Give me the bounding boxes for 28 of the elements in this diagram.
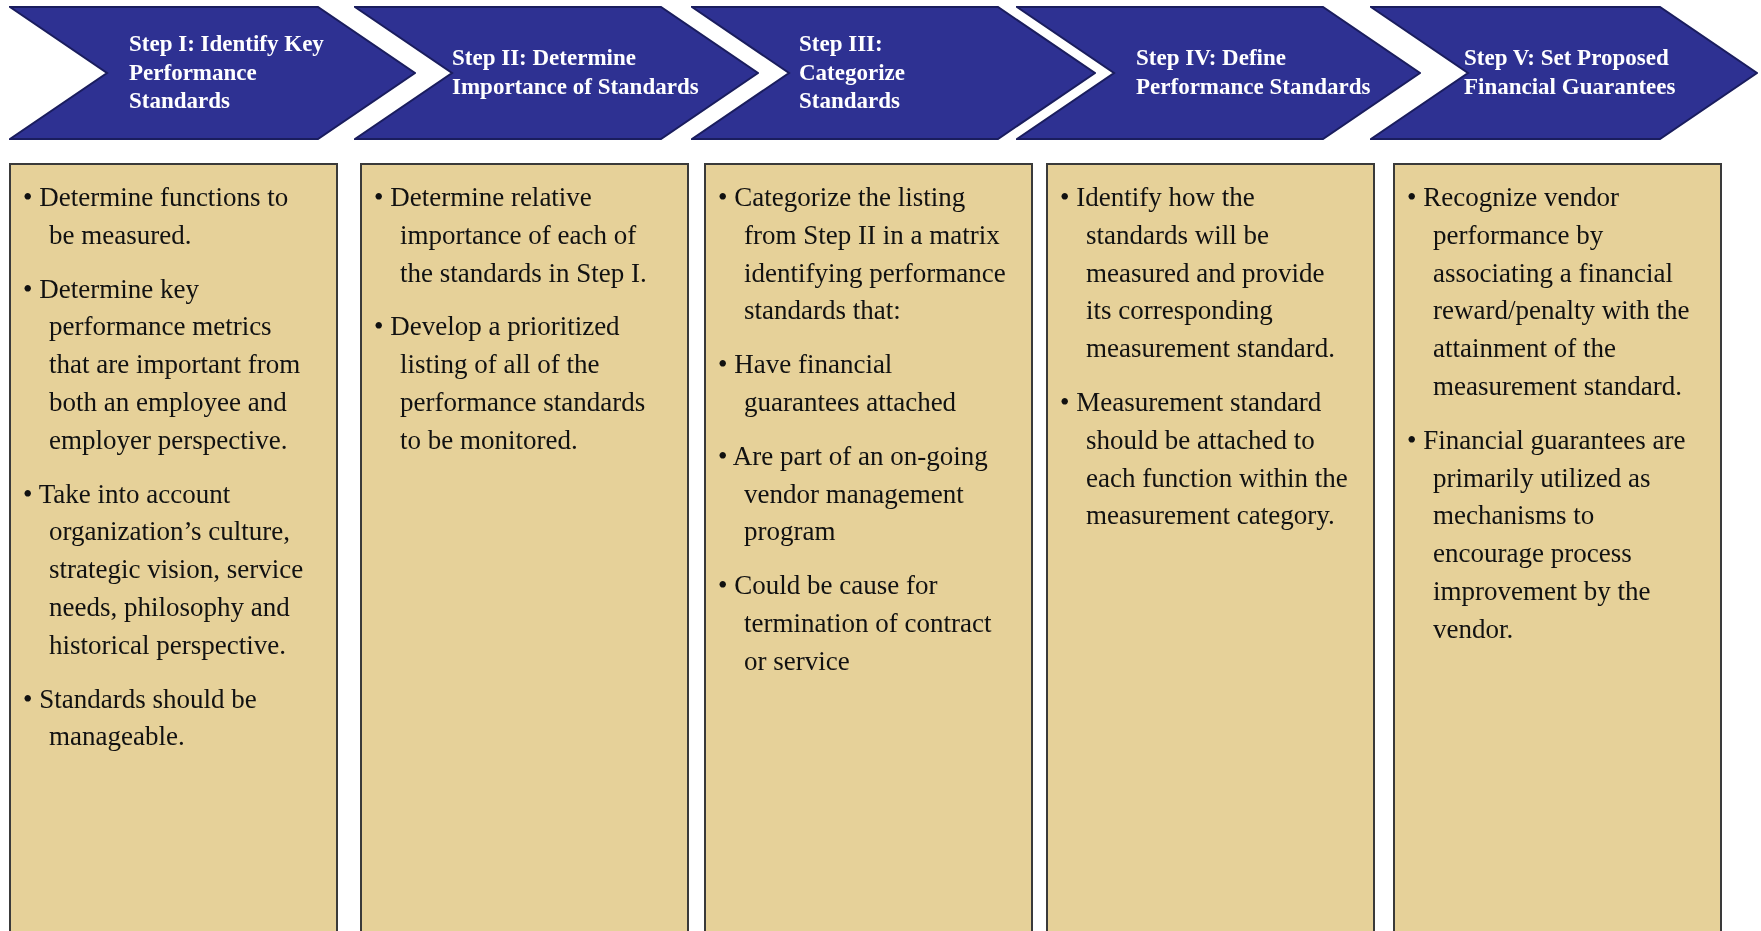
- chevron-step: [1370, 6, 1758, 140]
- step-title: Step I: Identify Key Performance Standards: [129, 29, 325, 116]
- bullet-item: • Determine relative importance of each of the standards in Step I.: [374, 181, 648, 290]
- chevron-step: [1016, 6, 1421, 140]
- step-title: Step V: Set Proposed Financial Guarantees: [1464, 44, 1677, 101]
- bullet-item: • Develop a prioritized listing of all of the performance standards to be monitored.: [374, 310, 647, 457]
- description-card: [1046, 163, 1375, 931]
- description-card: [1393, 163, 1722, 931]
- chevron-step: [9, 6, 416, 140]
- description-card: [360, 163, 689, 931]
- step-title: Step IV: Define Performance Standards: [1136, 44, 1372, 101]
- bullet-item: • Are part of an on-going vendor management program: [718, 439, 989, 549]
- chevron-step: [354, 6, 759, 140]
- bullet-item: • Measurement standard should be attached to each function within the measurement category.: [1060, 386, 1349, 533]
- bullet-item: • Standards should be manageable.: [23, 682, 258, 754]
- bullet-item: • Recognize vendor performance by associating a financial reward/penalty with the attainment of the measurement standard.: [1407, 181, 1691, 403]
- bullet-item: • Categorize the listing from Step II in a matrix identifying performance standards that:: [718, 181, 1007, 328]
- step-title: Step II: Determine Importance of Standards: [452, 44, 700, 101]
- bullet-item: • Have financial guarantees attached: [718, 348, 958, 419]
- description-card: [704, 163, 1033, 931]
- bullet-item: • Could be cause for termination of contract or service: [718, 569, 993, 678]
- bullet-item: • Identify how the standards will be measured and provide its corresponding measurement standard.: [1060, 181, 1336, 366]
- step-title: Step III: Categorize Standards: [799, 29, 906, 116]
- bullet-item: • Financial guarantees are primarily utilized as mechanisms to encourage process improvement by the vendor.: [1407, 423, 1687, 646]
- description-card: [9, 163, 338, 931]
- bullet-item: • Determine key performance metrics that are important from both an employee and employer perspective.: [23, 272, 302, 457]
- bullet-item: • Take into account organization’s culture, strategic vision, service needs, philosophy and historical perspective.: [23, 477, 305, 662]
- bullet-item: • Determine functions to be measured.: [23, 181, 290, 252]
